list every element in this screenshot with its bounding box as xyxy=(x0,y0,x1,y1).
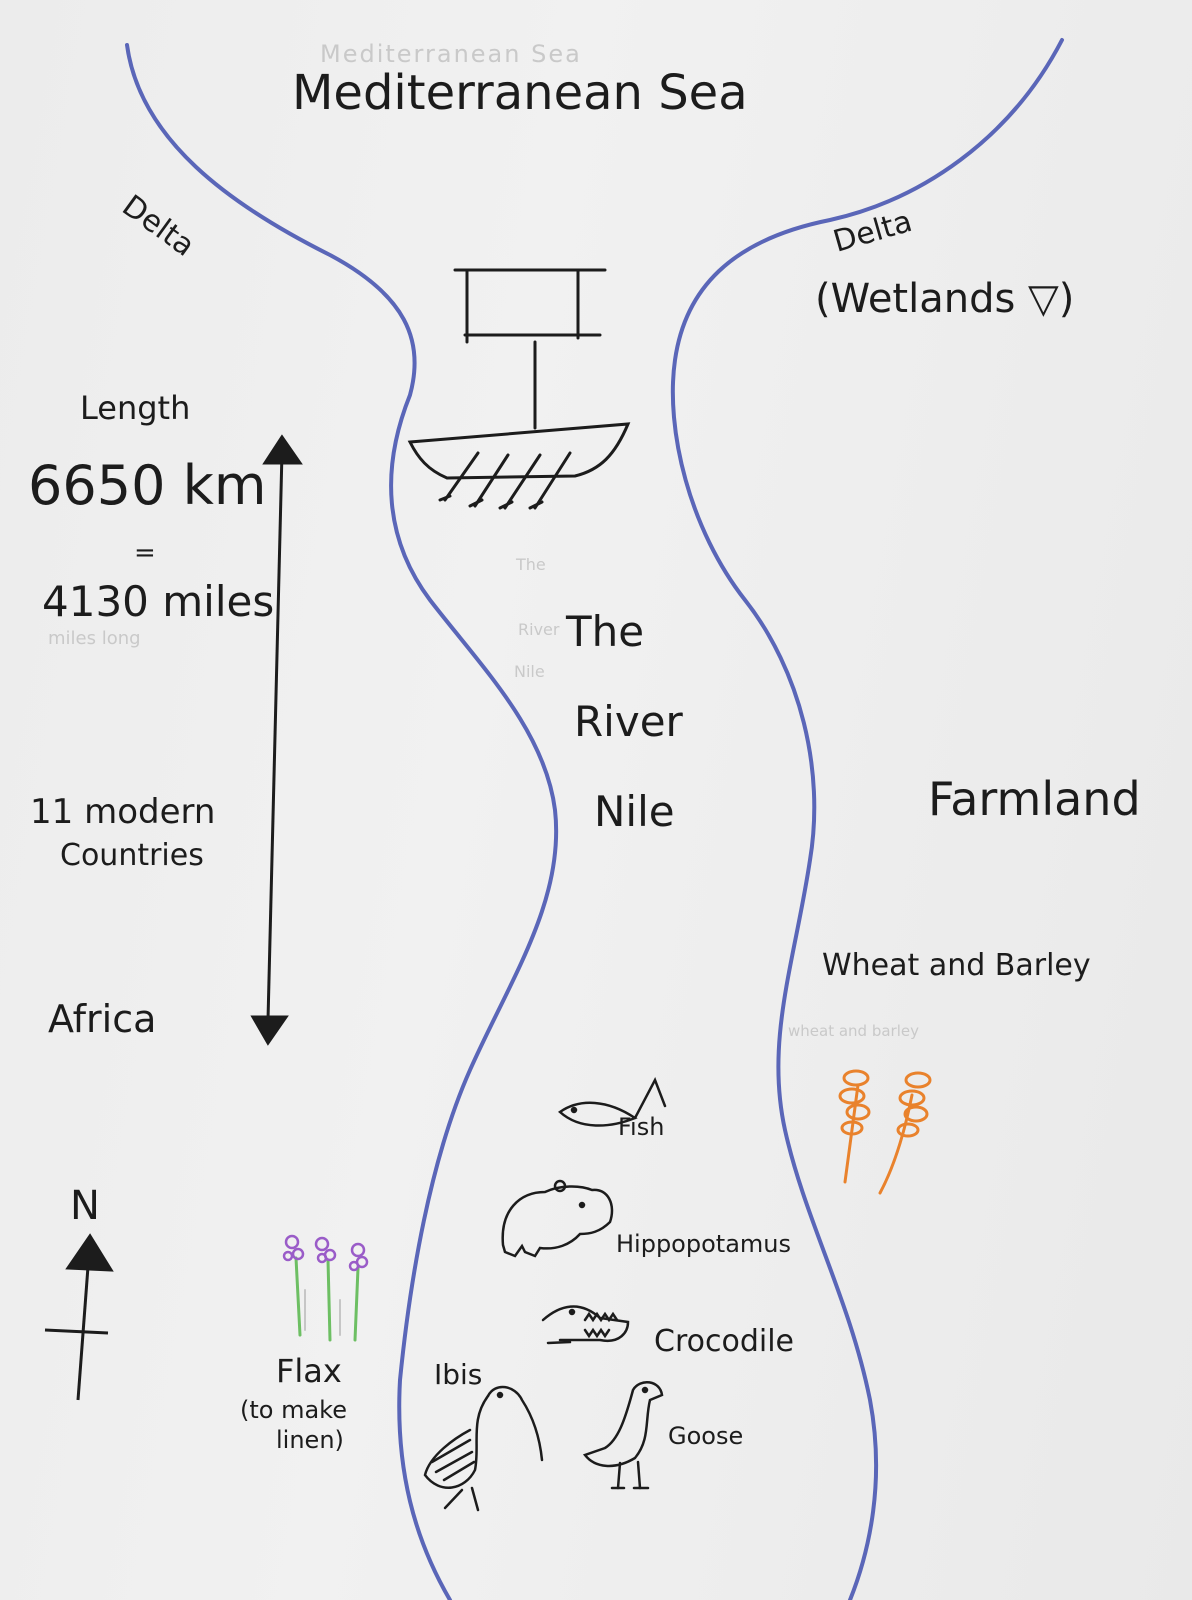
compass-north-label: N xyxy=(70,1183,100,1229)
crocodile-label: Crocodile xyxy=(654,1324,794,1359)
continent-label: Africa xyxy=(48,997,157,1041)
river-right-bank xyxy=(670,38,1064,1600)
river-name-line-2: River xyxy=(574,697,683,746)
faint-the: The xyxy=(516,555,546,574)
faint-river: River xyxy=(518,620,560,639)
arrow-icon xyxy=(250,434,303,1046)
flax-note-line-2: linen) xyxy=(276,1426,344,1454)
wheat-icon xyxy=(838,1069,932,1195)
fish-label: Fish xyxy=(618,1113,665,1141)
faint-nile: Nile xyxy=(514,662,545,681)
flax-icon xyxy=(282,1234,369,1342)
hippo-label: Hippopotamus xyxy=(616,1230,791,1258)
length-heading: Length xyxy=(80,389,191,427)
river-name-line-1: The xyxy=(566,607,645,656)
length-equals: = xyxy=(134,538,156,568)
faint-wheat: wheat and barley xyxy=(788,1022,919,1040)
faint-sea-label: Mediterranean Sea xyxy=(320,40,582,68)
boat-icon xyxy=(407,268,631,510)
length-miles: 4130 miles xyxy=(42,577,275,626)
crocodile-icon xyxy=(541,1305,630,1345)
crops-label: Wheat and Barley xyxy=(822,948,1091,983)
river-name-line-3: Nile xyxy=(594,787,675,836)
river-left-bank xyxy=(125,43,559,1600)
ibis-label: Ibis xyxy=(434,1358,483,1391)
compass-icon xyxy=(44,1233,114,1401)
flax-note-line-1: (to make xyxy=(240,1396,347,1424)
faint-miles-long: miles long xyxy=(48,628,141,649)
flax-label: Flax xyxy=(276,1352,342,1390)
goose-label: Goose xyxy=(668,1422,744,1450)
hippo-icon xyxy=(501,1179,614,1258)
goose-icon xyxy=(582,1381,664,1490)
countries-line-2: Countries xyxy=(60,838,204,873)
sea-label: Mediterranean Sea xyxy=(292,65,748,121)
wetlands-label: (Wetlands ▽) xyxy=(815,276,1075,322)
countries-line-1: 11 modern xyxy=(30,792,216,832)
ibis-icon xyxy=(423,1385,544,1512)
farmland-label: Farmland xyxy=(928,772,1141,826)
fish-icon xyxy=(557,1076,667,1127)
length-km: 6650 km xyxy=(28,454,267,517)
